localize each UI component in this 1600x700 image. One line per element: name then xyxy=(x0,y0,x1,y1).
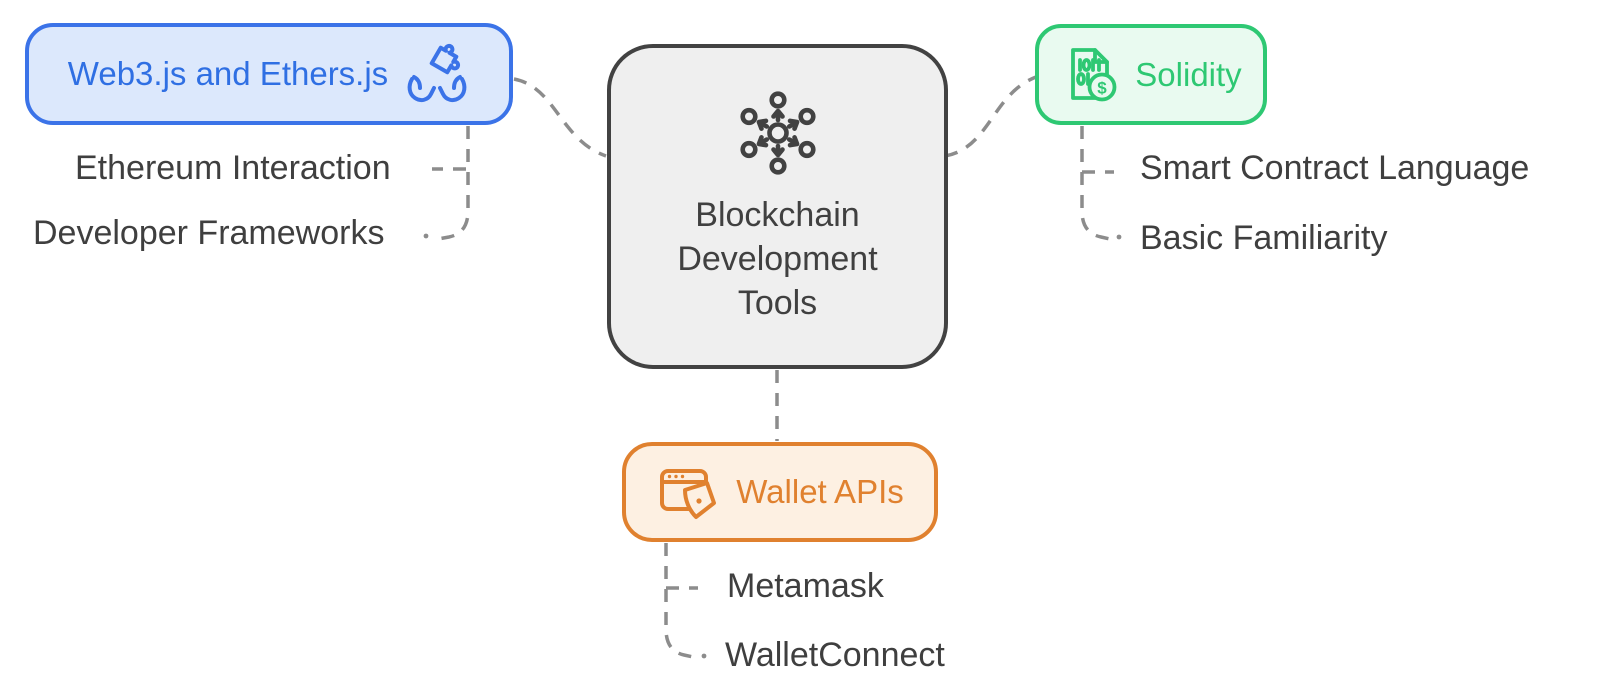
connector-wallet-stem xyxy=(664,543,694,659)
connector-center-solidity xyxy=(944,75,1037,158)
leaf-basic-familiarity[interactable]: Basic Familiarity xyxy=(1140,219,1388,257)
node-center-line3: Tools xyxy=(737,283,818,322)
leaf-ethereum-interaction[interactable]: Ethereum Interaction xyxy=(75,149,391,187)
node-wallet-apis[interactable]: Wallet APIs xyxy=(622,442,938,542)
node-center-line2: Development xyxy=(677,239,878,278)
leaf-metamask[interactable]: Metamask xyxy=(727,567,884,605)
svg-text:$: $ xyxy=(1098,78,1108,97)
node-solidity-label: Solidity xyxy=(1135,55,1242,93)
node-center-label: Blockchain Development Tools xyxy=(677,193,877,325)
browser-wallet-icon xyxy=(660,469,717,519)
connector-web3-center xyxy=(513,77,607,158)
node-web3-label: Web3.js and Ethers.js xyxy=(67,55,389,92)
node-center-line1: Blockchain xyxy=(695,195,860,234)
node-wallet-label: Wallet APIs xyxy=(736,473,904,510)
node-web3-ethers[interactable]: Web3.js and Ethers.js xyxy=(25,23,513,125)
connector-end-dot xyxy=(1116,234,1122,240)
hands-puzzle-icon xyxy=(407,43,467,103)
node-solidity[interactable]: $ Solidity xyxy=(1035,24,1267,125)
leaf-walletconnect[interactable]: WalletConnect xyxy=(725,636,945,674)
connector-end-dot xyxy=(423,233,429,239)
binary-document-dollar-icon: $ xyxy=(1071,47,1117,101)
connector-end-dot xyxy=(701,653,707,659)
connector-web3-stem xyxy=(437,126,470,241)
network-hub-icon xyxy=(739,90,816,175)
leaf-smart-contract-language[interactable]: Smart Contract Language xyxy=(1140,149,1530,187)
leaf-developer-frameworks[interactable]: Developer Frameworks xyxy=(33,214,385,252)
node-blockchain-tools[interactable]: Blockchain Development Tools xyxy=(607,44,948,369)
connector-solidity-stem xyxy=(1080,126,1111,241)
